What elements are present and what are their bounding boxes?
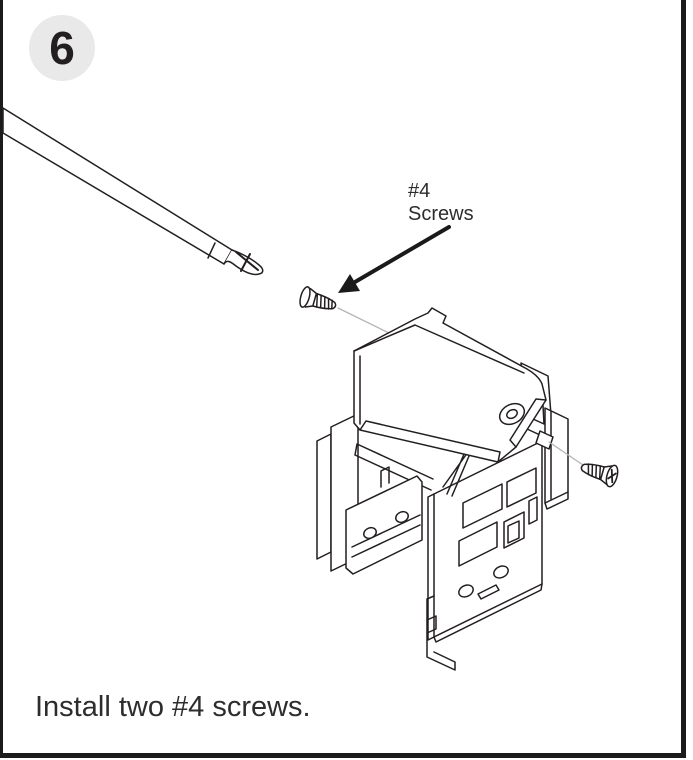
callout-line1: #4: [408, 180, 431, 202]
callout-line2: Screws: [408, 203, 474, 225]
mounting-bracket-illustration: [316, 362, 569, 671]
step-badge: 6: [29, 15, 95, 81]
screwdriver-icon: [2, 107, 264, 276]
step-number: 6: [49, 22, 75, 74]
caption-text: Install two #4 screws.: [35, 691, 311, 723]
guide-line-right: [548, 441, 584, 466]
screw-icon-right: [580, 463, 619, 488]
top-plate: [353, 307, 547, 463]
screw-icon-left: [299, 286, 337, 310]
callout-arrow-icon: [338, 225, 451, 293]
screws-callout-label: #4 Screws: [408, 180, 474, 226]
